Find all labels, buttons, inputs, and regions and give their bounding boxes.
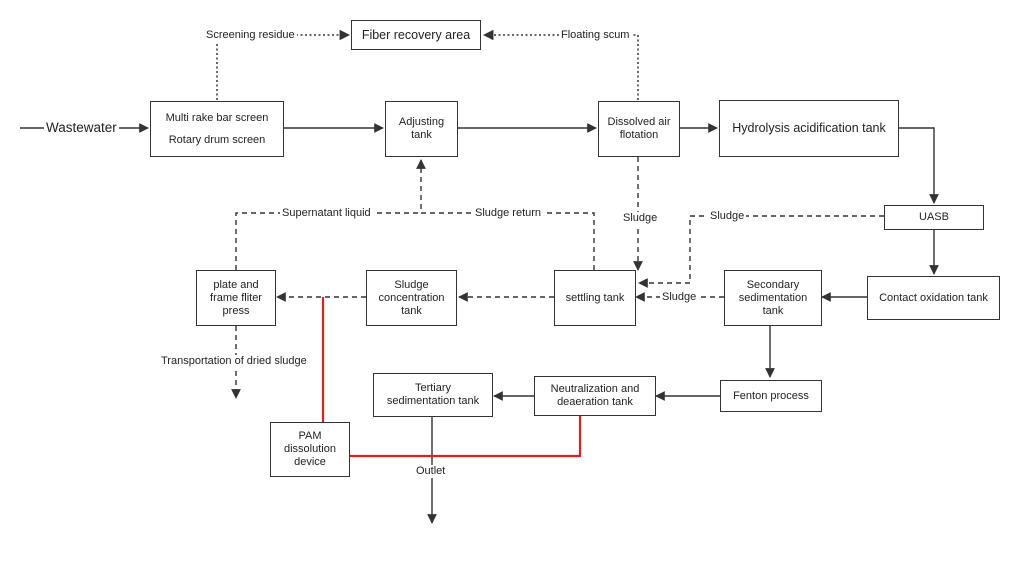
floating-scum-label: Floating scum — [559, 29, 632, 42]
neutralization-label: Neutralization and deaeration tank — [550, 383, 640, 408]
sludge-secondary-label: Sludge — [660, 291, 699, 304]
pam-label: PAM dissolution device — [284, 430, 336, 468]
dotted-screening-residue — [216, 29, 351, 100]
dashed-sludge-uasb-to-settling — [638, 215, 884, 288]
adjusting-tank-label: Adjusting tank — [398, 116, 445, 141]
hydrolysis-acidification-tank: Hydrolysis acidification tank — [719, 100, 899, 157]
adjusting-tank: Adjusting tank — [385, 101, 458, 157]
settling-tank: settling tank — [554, 270, 636, 326]
sludge-return-label: Sludge return — [473, 207, 544, 220]
dissolved-air-flotation: Dissolved air flotation — [598, 101, 680, 157]
tertiary-sedimentation-label: Tertiary sedimentation tank — [386, 382, 480, 407]
pam-dissolution-device: PAM dissolution device — [270, 422, 350, 477]
plate-frame-filter-press: plate and frame fliter press — [196, 270, 276, 326]
red-dosing-line-neutral — [350, 416, 582, 458]
rotary-drum-screen-label: Rotary drum screen — [168, 133, 266, 146]
dashed-sludge-return — [416, 159, 595, 270]
transport-dried-sludge-label: Transportation of dried sludge — [159, 355, 309, 368]
outlet-label: Outlet — [414, 465, 448, 478]
dashed-supernatant — [235, 212, 421, 270]
supernatant-liquid-label: Supernatant liquid — [280, 207, 373, 220]
neutralization-deaeration-tank: Neutralization and deaeration tank — [534, 376, 656, 416]
sludge-daf-label: Sludge — [621, 212, 660, 225]
uasb-box: UASB — [884, 205, 984, 230]
settling-tank-label: settling tank — [565, 291, 625, 304]
fiber-recovery-area: Fiber recovery area — [351, 20, 481, 50]
sludge-uasb-label: Sludge — [708, 210, 747, 223]
secondary-sedimentation-label: Secondary sedimentation tank — [738, 278, 808, 317]
hydrolysis-label: Hydrolysis acidification tank — [732, 121, 886, 135]
secondary-sedimentation-tank: Secondary sedimentation tank — [724, 270, 822, 326]
fenton-label: Fenton process — [733, 389, 809, 402]
wastewater-label: Wastewater — [44, 120, 119, 136]
sludge-concentration-label: Sludge concentration tank — [378, 278, 445, 317]
daf-label: Dissolved air flotation — [607, 116, 671, 141]
uasb-label: UASB — [919, 211, 949, 223]
filter-press-label: plate and frame fliter press — [210, 278, 262, 317]
screen-box: Multi rake bar screen Rotary drum screen — [150, 101, 284, 157]
tertiary-sedimentation-tank: Tertiary sedimentation tank — [373, 373, 493, 417]
sludge-concentration-tank: Sludge concentration tank — [366, 270, 457, 326]
fiber-recovery-label: Fiber recovery area — [361, 27, 471, 42]
screening-residue-label: Screening residue — [204, 29, 297, 42]
contact-oxidation-label: Contact oxidation tank — [879, 291, 988, 304]
contact-oxidation-tank: Contact oxidation tank — [867, 276, 1000, 320]
dotted-floating-scum — [482, 29, 639, 100]
multi-rake-bar-screen-label: Multi rake bar screen — [165, 111, 269, 124]
arrow-hydrolysis-to-uasb — [899, 127, 939, 204]
fenton-process: Fenton process — [720, 380, 822, 412]
